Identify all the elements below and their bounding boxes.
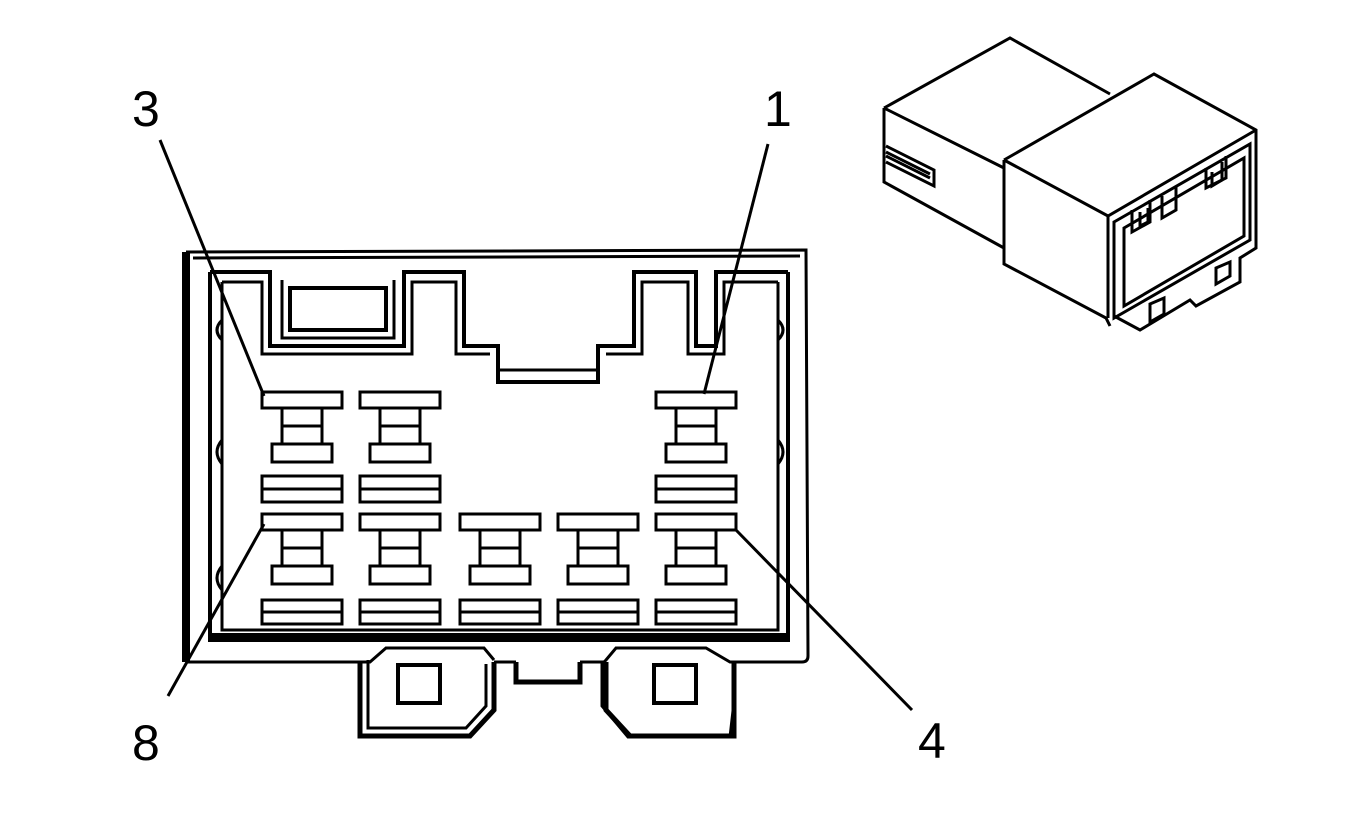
- terminal-8: [260, 512, 344, 626]
- leader-line-8: [166, 523, 266, 697]
- top-window: [288, 286, 388, 332]
- terminal-1: [654, 390, 738, 504]
- latch-tab-left: [357, 662, 497, 739]
- terminal-2: [358, 390, 442, 504]
- leader-line-4: [734, 528, 914, 712]
- connector-face-view: [158, 139, 914, 739]
- latch-window-right: [652, 663, 698, 705]
- connector-isometric-view: [882, 36, 1258, 332]
- terminal-7: [358, 512, 442, 626]
- pin-label-3: 3: [132, 81, 160, 137]
- cavity-outline: [208, 272, 790, 642]
- pin-label-1: 1: [764, 81, 792, 137]
- terminal-3: [260, 390, 344, 504]
- latch-window-left: [396, 663, 442, 705]
- key-notch-bottom: [513, 662, 583, 685]
- terminal-4: [654, 512, 738, 626]
- pin-label-8: 8: [132, 715, 160, 771]
- leader-line-1: [702, 143, 770, 395]
- leader-line-3: [158, 139, 266, 397]
- terminal-6: [458, 512, 542, 626]
- housing-outline: [185, 248, 810, 739]
- latch-tab-right: [603, 662, 737, 739]
- terminal-5: [556, 512, 640, 626]
- pin-label-4: 4: [918, 713, 946, 769]
